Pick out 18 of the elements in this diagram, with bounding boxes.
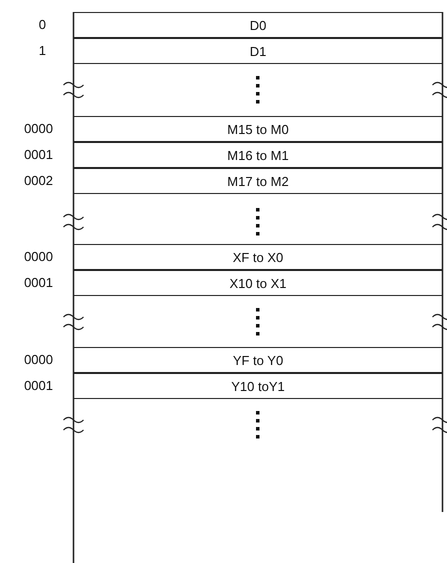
address-label: 0002 [24,173,53,189]
memory-row: M17 to M2 [73,168,443,194]
memory-row: D0 [73,12,443,38]
memory-row: M16 to M1 [73,142,443,168]
address-label: 1 [38,43,46,59]
address-label: 0001 [24,275,53,291]
memory-row: YF to Y0 [73,347,443,373]
memory-row: Y10 toY1 [73,373,443,399]
memory-row: XF to X0 [73,244,443,270]
address-label: 0000 [24,249,53,265]
address-label: 0000 [24,121,53,137]
address-label: 0 [38,17,46,33]
address-label: 0001 [24,147,53,163]
memory-row: X10 to X1 [73,270,443,296]
address-label: 0001 [24,378,53,394]
address-label: 0000 [24,352,53,368]
memory-row: M15 to M0 [73,116,443,142]
memory-row: D1 [73,38,443,64]
